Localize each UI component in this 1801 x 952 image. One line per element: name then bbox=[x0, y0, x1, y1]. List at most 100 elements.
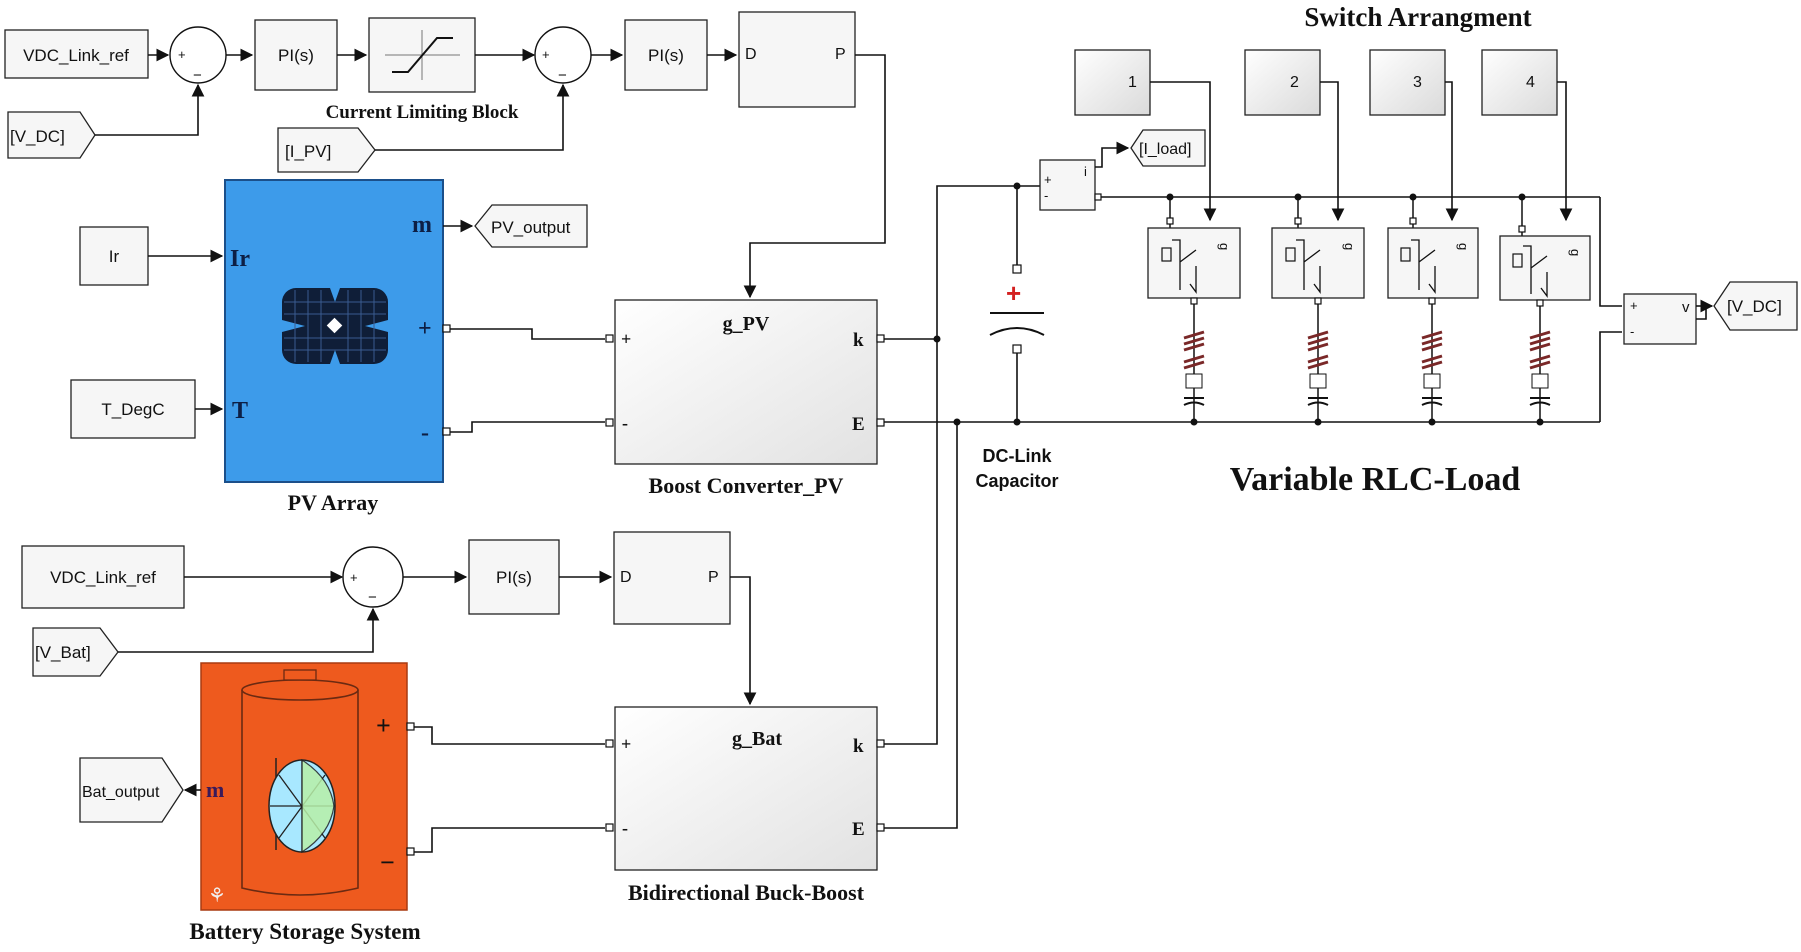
current-meter-minus: - bbox=[1044, 188, 1048, 203]
i-load-tag[interactable] bbox=[1130, 129, 1206, 167]
vdc-output-label: [V_DC] bbox=[1727, 297, 1782, 316]
battery-port-m: m bbox=[206, 777, 224, 802]
boost-pv-port-minus: - bbox=[622, 413, 628, 433]
bat-sum-plus: + bbox=[350, 570, 358, 585]
buck-boost-port-plus: + bbox=[621, 734, 631, 754]
pv-port-plus: + bbox=[418, 316, 432, 342]
dc-bus-wiring bbox=[884, 182, 1600, 829]
bat-output-tag[interactable] bbox=[79, 757, 184, 823]
pi-controller-1-label: PI(s) bbox=[278, 46, 314, 65]
pwm-generator-pv[interactable] bbox=[738, 11, 856, 108]
pi-controller-1[interactable] bbox=[254, 19, 338, 91]
battery-group: + − m ⚘ Battery Storage System Bat_outpu… bbox=[79, 662, 605, 944]
switch-constant-1[interactable] bbox=[1074, 49, 1151, 116]
switch-constant-1-label: 1 bbox=[1128, 74, 1137, 91]
pv-output-tag[interactable] bbox=[474, 204, 588, 248]
dc-link-capacitor[interactable]: + bbox=[989, 264, 1045, 354]
pwm-pv-d-label: D bbox=[745, 46, 757, 63]
switch-constant-2[interactable] bbox=[1244, 49, 1321, 116]
voltage-meter-block[interactable] bbox=[1623, 293, 1697, 345]
pwm-bat-d-label: D bbox=[620, 569, 632, 586]
vbat-label: [V_Bat] bbox=[35, 643, 91, 662]
battery-port-plus: + bbox=[376, 711, 391, 740]
current-meter-i: i bbox=[1084, 164, 1087, 179]
capacitor-plus-sign: + bbox=[1006, 278, 1021, 308]
switch-constant-4[interactable] bbox=[1481, 49, 1558, 116]
current-meter-plus: + bbox=[1044, 172, 1052, 187]
rlc-branch-2: g bbox=[1271, 193, 1365, 426]
vdc-output-tag[interactable] bbox=[1713, 281, 1798, 331]
pwm-generator-bat[interactable] bbox=[613, 531, 731, 625]
breaker-1-g: g bbox=[1217, 243, 1232, 250]
voltage-meter-v: v bbox=[1682, 299, 1690, 316]
i-load-label: [I_load] bbox=[1139, 141, 1191, 158]
battery-control-chain: VDC_Link_ref + − [V_Bat] PI(s) D P bbox=[21, 531, 757, 706]
battery-port-minus: − bbox=[380, 848, 395, 877]
battery-title: Battery Storage System bbox=[189, 919, 420, 944]
bat-pi-label: PI(s) bbox=[496, 568, 532, 587]
boost-pv-port-e: E bbox=[852, 414, 865, 435]
ipv-tag[interactable] bbox=[277, 127, 376, 173]
constant-to-breaker-wires bbox=[1150, 81, 1573, 222]
pwm-pv-p-label: P bbox=[835, 46, 846, 63]
switch-arrangement-title: Switch Arrangment bbox=[1304, 2, 1531, 32]
solar-panel-icon bbox=[282, 288, 388, 364]
boost-converter-pv-group: g_PV + - k E Boost Converter_PV bbox=[605, 299, 885, 498]
pv-control-chain: VDC_Link_ref + − [V_DC] PI(s) Current Li… bbox=[4, 11, 886, 299]
sum-plus-label: + bbox=[178, 47, 186, 62]
rlc-branch-3: g bbox=[1387, 193, 1479, 426]
saturation-icon bbox=[385, 30, 460, 80]
breaker-2[interactable] bbox=[1271, 227, 1365, 299]
ipv-tag-label: [I_PV] bbox=[285, 142, 331, 161]
battery-cell-icon bbox=[241, 669, 359, 896]
switch-constants: 1 2 3 4 bbox=[1074, 49, 1558, 116]
breaker-2-g: g bbox=[1342, 243, 1357, 250]
pi-controller-2-label: PI(s) bbox=[648, 46, 684, 65]
breaker-3-g: g bbox=[1456, 243, 1471, 250]
breaker-3[interactable] bbox=[1387, 227, 1479, 299]
vbat-tag[interactable] bbox=[32, 627, 119, 677]
boost-pv-title: Boost Converter_PV bbox=[649, 473, 844, 498]
pv-output-label: PV_output bbox=[491, 218, 571, 237]
dc-link-label-1: DC-Link bbox=[983, 446, 1053, 466]
pv-array-title: PV Array bbox=[288, 490, 379, 515]
bat-pi-controller[interactable] bbox=[468, 539, 560, 615]
breaker-1[interactable] bbox=[1147, 227, 1241, 299]
sum-minus-label: − bbox=[193, 67, 202, 84]
boost-converter-pv-block[interactable] bbox=[614, 299, 878, 465]
boost-pv-gate-label: g_PV bbox=[723, 313, 770, 335]
rlc-branch-4: g bbox=[1499, 193, 1591, 426]
voltage-meter-plus: + bbox=[1630, 298, 1638, 313]
sum2-plus-label: + bbox=[542, 47, 550, 62]
pv-array-group: Ir T_DegC Ir T m + - PV Array bbox=[70, 179, 605, 515]
buck-boost-title: Bidirectional Buck-Boost bbox=[628, 880, 865, 905]
temp-source-label: T_DegC bbox=[101, 400, 164, 419]
ir-source-block[interactable] bbox=[79, 226, 149, 286]
switch-constant-3[interactable] bbox=[1369, 49, 1446, 116]
vdc-feedback-tag[interactable] bbox=[7, 111, 96, 159]
bat-sum-minus: − bbox=[368, 589, 377, 606]
buck-boost-block[interactable] bbox=[614, 706, 878, 871]
breaker-4[interactable] bbox=[1499, 235, 1591, 301]
buck-boost-gate-label: g_Bat bbox=[732, 728, 782, 750]
ir-source-label: Ir bbox=[109, 247, 120, 266]
pv-port-t: T bbox=[232, 398, 248, 424]
voltage-meter-minus: - bbox=[1630, 324, 1634, 339]
switch-constant-2-label: 2 bbox=[1290, 74, 1299, 91]
dc-link-label-2: Capacitor bbox=[975, 471, 1058, 491]
pv-port-ir: Ir bbox=[230, 246, 250, 272]
battery-simscape-icon: ⚘ bbox=[208, 883, 226, 907]
pwm-bat-p-label: P bbox=[708, 569, 719, 586]
switch-constant-4-label: 4 bbox=[1526, 74, 1535, 91]
rlc-branch-1: g bbox=[1147, 193, 1241, 426]
current-meter-block[interactable] bbox=[1039, 159, 1096, 211]
current-measurement: + - i [I_load] bbox=[1039, 129, 1600, 211]
vdc-link-ref-block[interactable] bbox=[4, 29, 149, 79]
buck-boost-port-e: E bbox=[852, 819, 865, 840]
sum2-minus-label: − bbox=[558, 67, 567, 84]
pv-port-m: m bbox=[412, 212, 432, 238]
pv-port-minus: - bbox=[421, 420, 429, 446]
vdc-feedback-label: [V_DC] bbox=[10, 127, 65, 146]
buck-boost-group: g_Bat + - k E Bidirectional Buck-Boost bbox=[605, 706, 885, 905]
